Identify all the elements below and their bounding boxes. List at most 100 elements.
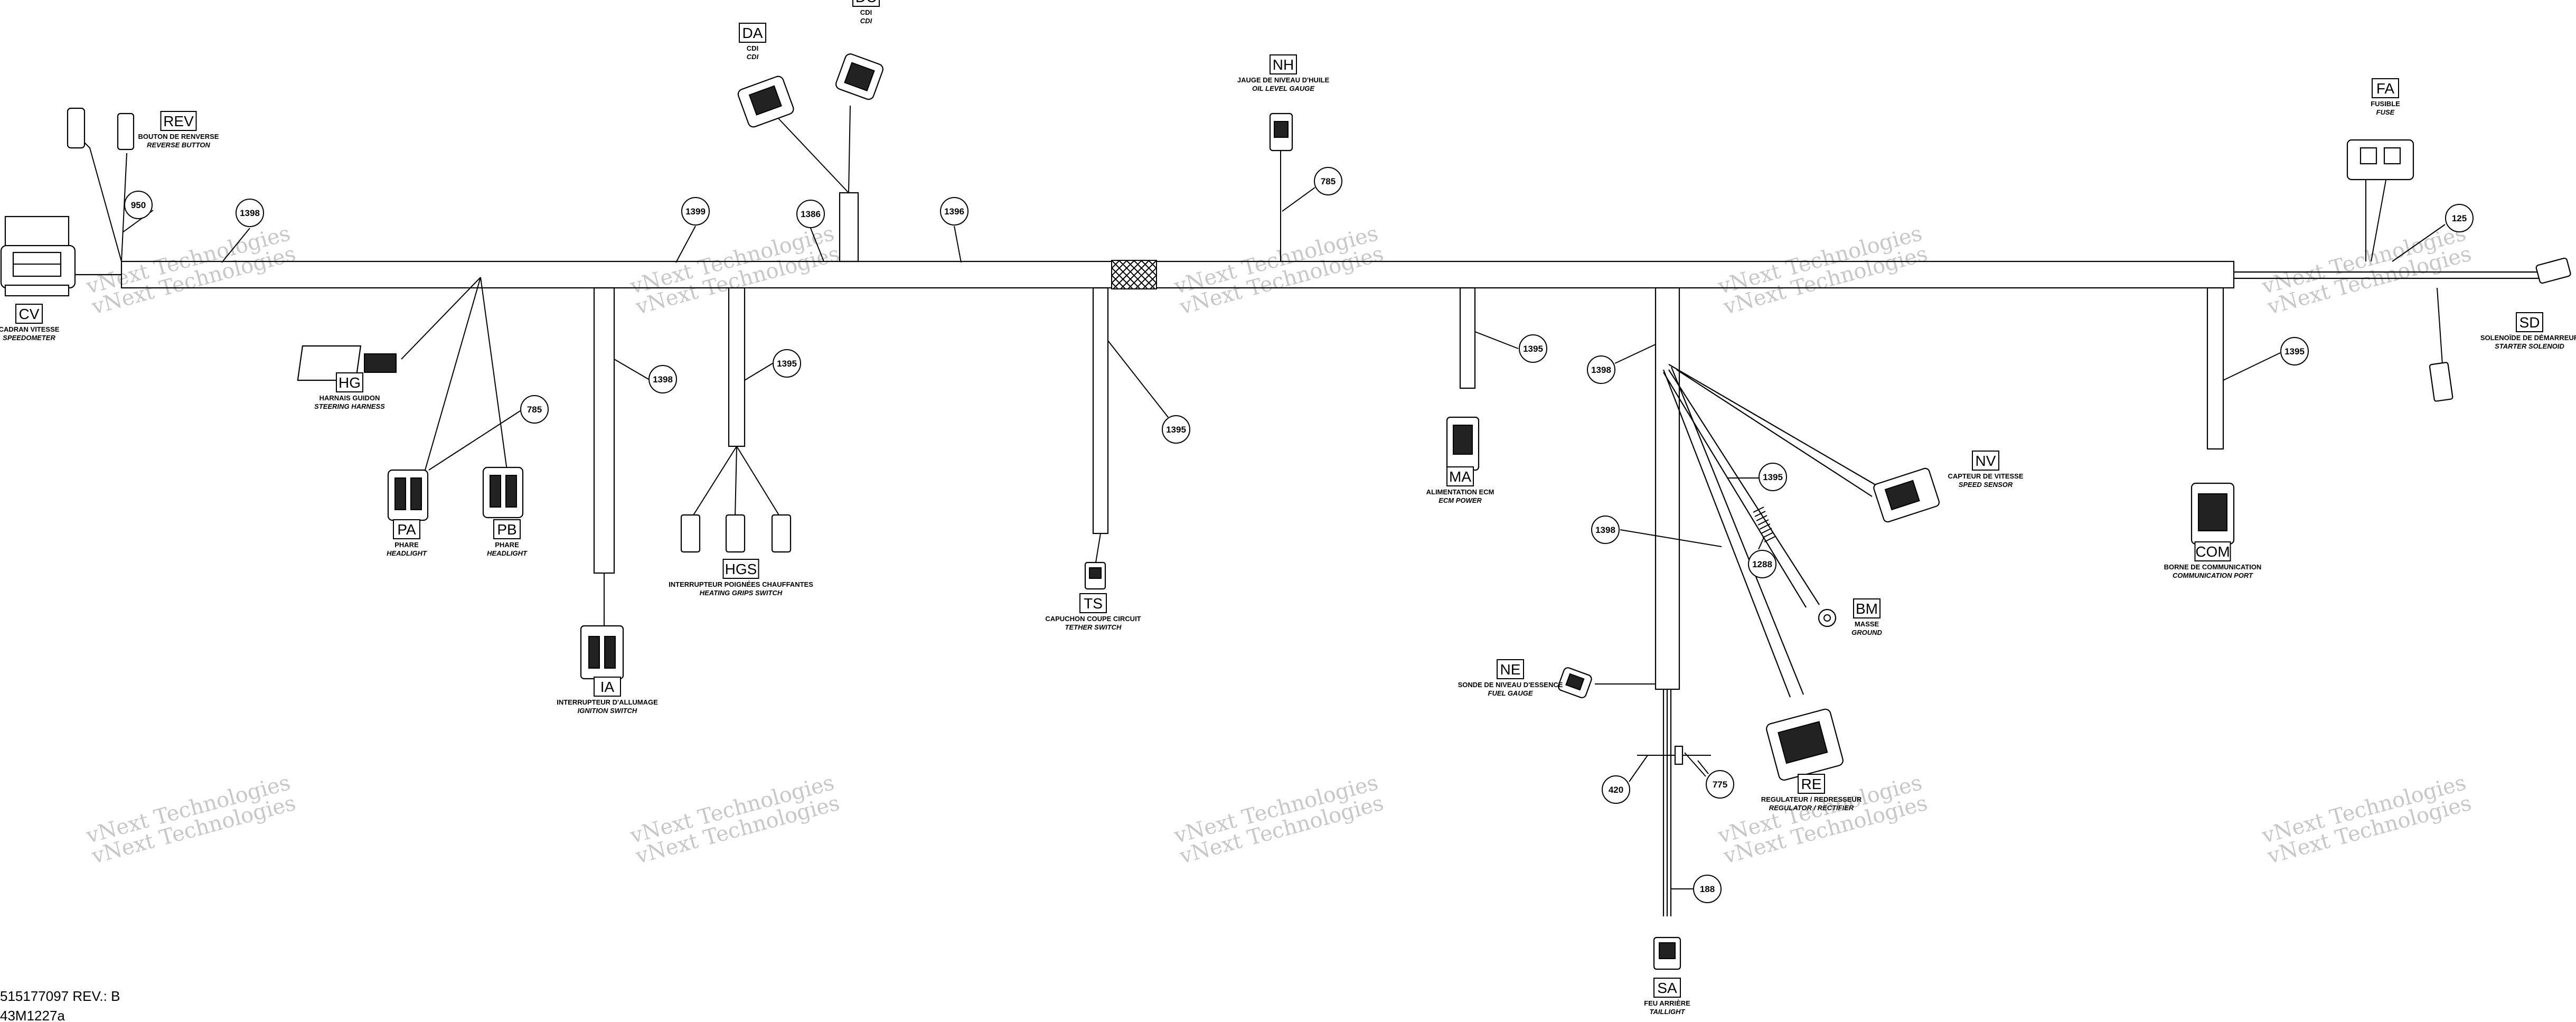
length-value: 1395 — [2284, 346, 2305, 357]
length-leader-line — [1629, 755, 1648, 782]
length-value: 1398 — [653, 374, 673, 385]
connector-name-fr: FUSIBLE — [2371, 100, 2400, 108]
length-circle — [1706, 770, 1734, 799]
length-circle — [773, 349, 801, 378]
wire-re — [1662, 369, 1791, 698]
length-value: 420 — [1609, 785, 1623, 795]
length-circle — [1314, 167, 1342, 195]
connector-code-box — [1798, 774, 1825, 794]
branch-rear — [1654, 287, 1680, 690]
wire-bm-2 — [1663, 372, 1807, 608]
connector-name-fr: CAPUCHON COUPE CIRCUIT — [1045, 615, 1141, 623]
length-value: 1288 — [1752, 559, 1772, 569]
connector-name-fr: CADRAN VITESSE — [0, 325, 60, 333]
wire-rev — [79, 137, 122, 262]
fuse-holder-icon — [2346, 139, 2414, 181]
connector-code: DC — [855, 0, 877, 5]
ecm-power-connector-icon — [1446, 416, 1480, 471]
connector-name-en: GROUND — [1851, 629, 1882, 636]
branch-hgs — [728, 287, 746, 447]
connector-name-fr: HARNAIS GUIDON — [319, 394, 380, 402]
length-leader-line — [1697, 760, 1709, 774]
branch-ts — [1092, 287, 1109, 535]
connector-name-en: REGULATOR / RECTIFIER — [1769, 804, 1854, 812]
length-leader-line — [428, 410, 521, 471]
connector-name-en: CDI — [860, 17, 872, 25]
length-circle — [520, 395, 549, 424]
starter-solenoid-terminal-icon — [2429, 257, 2571, 402]
length-leader-line — [1758, 537, 1764, 550]
length-callout: 1395 — [1727, 463, 1787, 491]
length-value: 1396 — [944, 207, 964, 217]
length-circle — [796, 200, 825, 228]
connector-name-fr: SONDE DE NIVEAU D'ESSENCE — [1458, 681, 1563, 689]
length-circle — [940, 197, 969, 226]
connector-name-fr: JAUGE DE NIVEAU D'HUILE — [1237, 76, 1330, 84]
branch-ia — [593, 287, 615, 574]
headlight-connector-icon — [482, 466, 524, 519]
connector-name-fr: PHARE — [495, 541, 519, 549]
connector-code: RE — [1801, 776, 1822, 792]
length-leader-line — [954, 226, 962, 263]
length-circle — [681, 197, 710, 226]
length-circle — [124, 191, 153, 219]
connector-code-box — [1446, 466, 1474, 486]
connector-name-en: OIL LEVEL GAUGE — [1252, 85, 1314, 92]
wire-pa — [425, 277, 481, 471]
connector-code: REV — [163, 113, 194, 129]
length-circle — [2445, 204, 2474, 232]
wire-bm — [1668, 369, 1820, 605]
length-callout: 420 — [1602, 755, 1648, 804]
ignition-switch-connector-icon — [580, 625, 624, 680]
connector-name-fr: SOLENOÏDE DE DÉMARREUR — [2480, 334, 2576, 342]
connector-code: HG — [339, 374, 361, 391]
connector-name-en: SPEEDOMETER — [3, 334, 55, 342]
steering-harness-connector-icon — [297, 345, 397, 381]
length-value: 1386 — [801, 209, 821, 219]
connector-name-fr: INTERRUPTEUR POIGNÉES CHAUFFANTES — [669, 580, 813, 588]
connector-name-en: COMMUNICATION PORT — [2173, 571, 2253, 579]
length-leader-line — [744, 363, 773, 381]
length-value: 1398 — [240, 208, 260, 218]
connector-name-fr: CDI — [860, 8, 872, 16]
length-value: 1398 — [1591, 365, 1611, 375]
length-callout: 1395 — [2223, 337, 2309, 381]
connector-name-en: HEADLIGHT — [387, 549, 427, 557]
length-leader-line — [614, 359, 649, 380]
wire-dc — [848, 105, 851, 193]
length-callout: 1398 — [1587, 344, 1656, 384]
length-leader-line — [1282, 187, 1315, 212]
wire-re-2 — [1670, 367, 1804, 695]
length-value: 1395 — [1763, 472, 1783, 482]
length-callout: 125 — [2392, 204, 2474, 262]
connector-name-fr: CDI — [747, 44, 758, 52]
length-leader-line — [221, 228, 250, 263]
length-value: 1395 — [777, 359, 797, 369]
wire-fa-2 — [2371, 174, 2387, 262]
length-callout: 1398 — [614, 359, 677, 393]
length-circle — [1748, 550, 1776, 578]
length-callout: 785 — [428, 395, 549, 471]
connector-code: COM — [2195, 543, 2230, 560]
connector-code-box — [1497, 659, 1524, 679]
length-callout: 950 — [122, 191, 154, 233]
length-leader-line — [810, 228, 824, 262]
connector-code: DA — [742, 25, 763, 41]
connector-code-box — [1079, 593, 1107, 613]
length-callout: 1398 — [221, 199, 264, 263]
connector-code: FA — [2376, 80, 2395, 97]
length-callout: 1386 — [796, 200, 825, 262]
connector-code-box — [336, 372, 363, 392]
wire-hgs-2 — [735, 446, 737, 518]
